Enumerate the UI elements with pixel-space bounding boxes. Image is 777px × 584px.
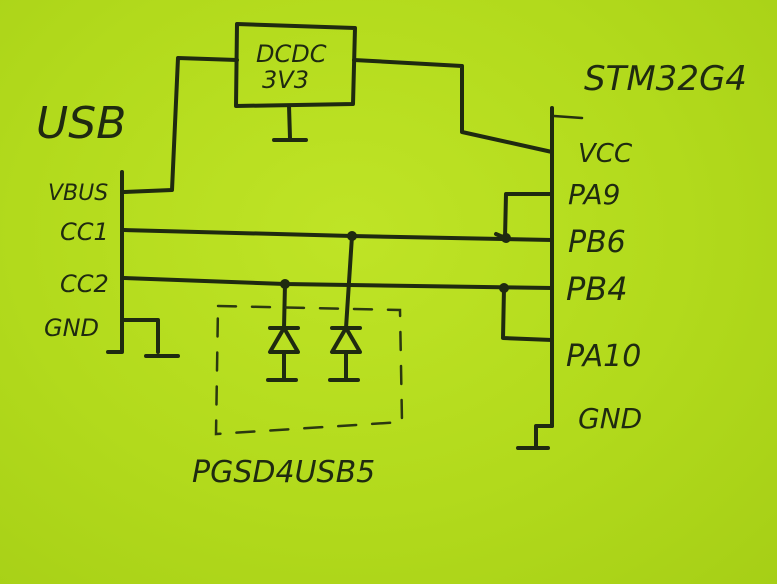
usb-pin-cc2: CC2 [60,270,109,298]
mcu-title: STM32G4 [584,59,747,99]
dcdc-ground-symbol [272,104,308,142]
usb-pin-vbus: VBUS [48,181,108,206]
dcdc-label-line1: DCDC [256,40,327,68]
wire-cc2-to-pb4 [122,276,554,290]
mcu-pin-pa10: PA10 [566,339,641,374]
usb-connector-edge [106,170,124,354]
tvs-package-outline [214,304,404,436]
junction-cc2-pa10 [499,283,509,293]
mcu-pin-gnd: GND [578,402,642,435]
wire-dcdc-to-vcc [352,58,554,154]
tvs-diode-2 [328,234,362,382]
tvs-part-number: PGSD4USB5 [192,455,375,490]
dcdc-box [234,22,357,108]
wire-pa9-to-pb6 [494,192,554,240]
mcu-title-pointer [552,114,584,120]
dcdc-label-line2: 3V3 [262,66,309,94]
tvs-diode-1 [266,282,300,382]
junction-cc1-pa9 [501,233,511,243]
mcu-pin-pb6: PB6 [568,225,626,260]
usb-title: USB [36,98,126,149]
wire-cc1-to-pb6 [122,228,554,242]
mcu-pin-pa9: PA9 [568,178,620,211]
usb-pin-gnd: GND [44,314,99,342]
mcu-ground-symbol [516,424,554,450]
mcu-pin-vcc: VCC [578,139,633,169]
wire-vbus-to-dcdc [122,56,239,194]
usb-pin-cc1: CC1 [60,218,109,246]
usb-ground-symbol [122,318,180,358]
wire-pa10-to-pb4 [501,286,554,342]
mcu-pin-pb4: PB4 [566,270,628,308]
